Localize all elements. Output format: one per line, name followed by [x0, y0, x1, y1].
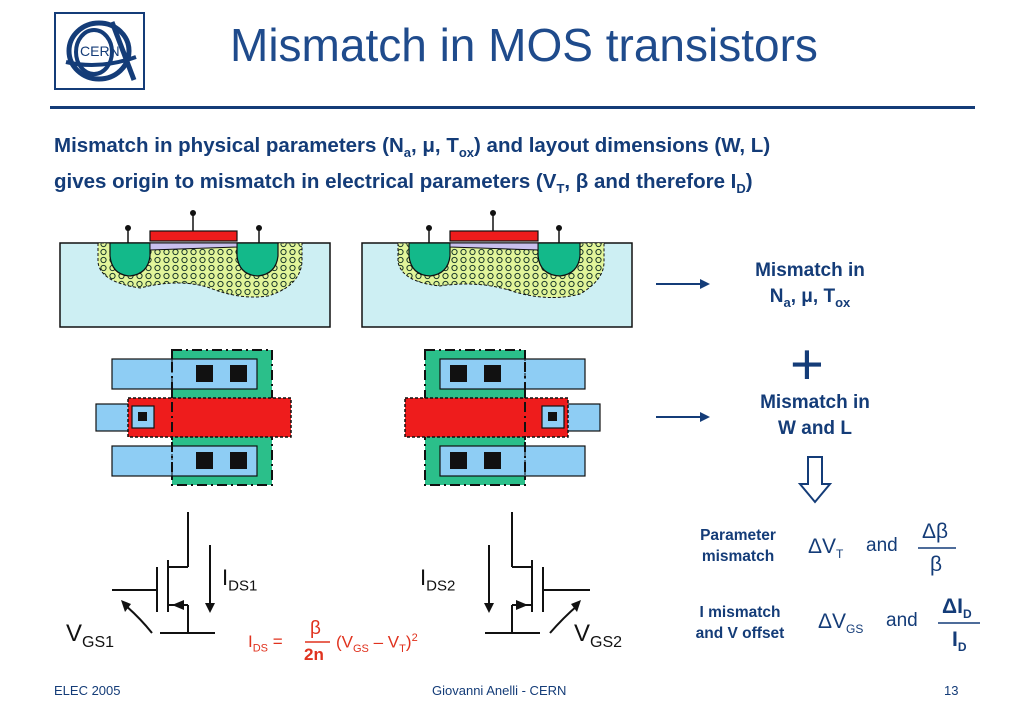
- vgs2-arrow: [571, 600, 581, 612]
- ids1-label: IDS1: [222, 565, 258, 595]
- frac1-den: β: [930, 553, 943, 576]
- vgs2-label: VGS2: [574, 620, 623, 651]
- arrow-physical: [656, 279, 710, 289]
- and-2: and: [886, 610, 918, 631]
- arrow-wl: [656, 412, 710, 422]
- page-title: Mismatch in MOS transistors: [230, 19, 818, 71]
- intro-text: Mismatch in physical parameters (Na, μ, …: [54, 131, 984, 203]
- logo-text: CERN: [80, 43, 120, 59]
- ids2-label: IDS2: [420, 565, 456, 595]
- ids2-arrow: [484, 603, 494, 613]
- transistor-2: [485, 512, 590, 634]
- frac2-den: ID: [952, 628, 967, 655]
- layout-1: [95, 349, 292, 486]
- cross-section-1: [59, 210, 331, 328]
- ids1-arrow: [205, 603, 215, 613]
- formula-lhs: IDS =: [248, 632, 283, 655]
- cern-logo: CERN: [54, 12, 145, 90]
- plus-sign: +: [790, 332, 824, 397]
- footer-center: Giovanni Anelli - CERN: [432, 683, 567, 698]
- down-arrow-icon: [797, 456, 833, 504]
- delta-vt: ΔVT: [808, 535, 844, 562]
- transistor-1-arrow: [172, 600, 184, 610]
- delta-vgs: ΔVGS: [818, 610, 864, 637]
- footer-left: ELEC 2005: [54, 683, 121, 698]
- frac1-num: Δβ: [922, 520, 949, 543]
- formula-den: 2n: [304, 645, 324, 664]
- mismatch-wl-label: Mismatch in W and L: [760, 392, 870, 439]
- frac2-num: ΔID: [942, 595, 972, 622]
- i-mismatch-label: I mismatch and V offset: [695, 604, 785, 642]
- transistor-1: [112, 512, 215, 634]
- title-divider: [50, 106, 975, 109]
- intro-line-2: gives origin to mismatch in electrical p…: [54, 170, 753, 197]
- transistor-2-arrow: [516, 600, 528, 610]
- layout-2: [404, 349, 601, 486]
- formula-rhs: (VGS – VT)2: [336, 632, 418, 656]
- mismatch-physical-label: Mismatch in Na, μ, Tox: [755, 260, 865, 310]
- parameter-mismatch-label: Parameter mismatch: [700, 527, 776, 565]
- and-1: and: [866, 535, 898, 556]
- vgs1-arrow: [121, 600, 131, 612]
- vgs1-label: VGS1: [66, 620, 115, 651]
- cross-section-2: [361, 210, 633, 328]
- formula-num: β: [310, 618, 321, 639]
- cern-logo-graphic: CERN: [54, 12, 145, 90]
- intro-line-1: Mismatch in physical parameters (Na, μ, …: [54, 134, 771, 161]
- page-number: 13: [944, 683, 959, 698]
